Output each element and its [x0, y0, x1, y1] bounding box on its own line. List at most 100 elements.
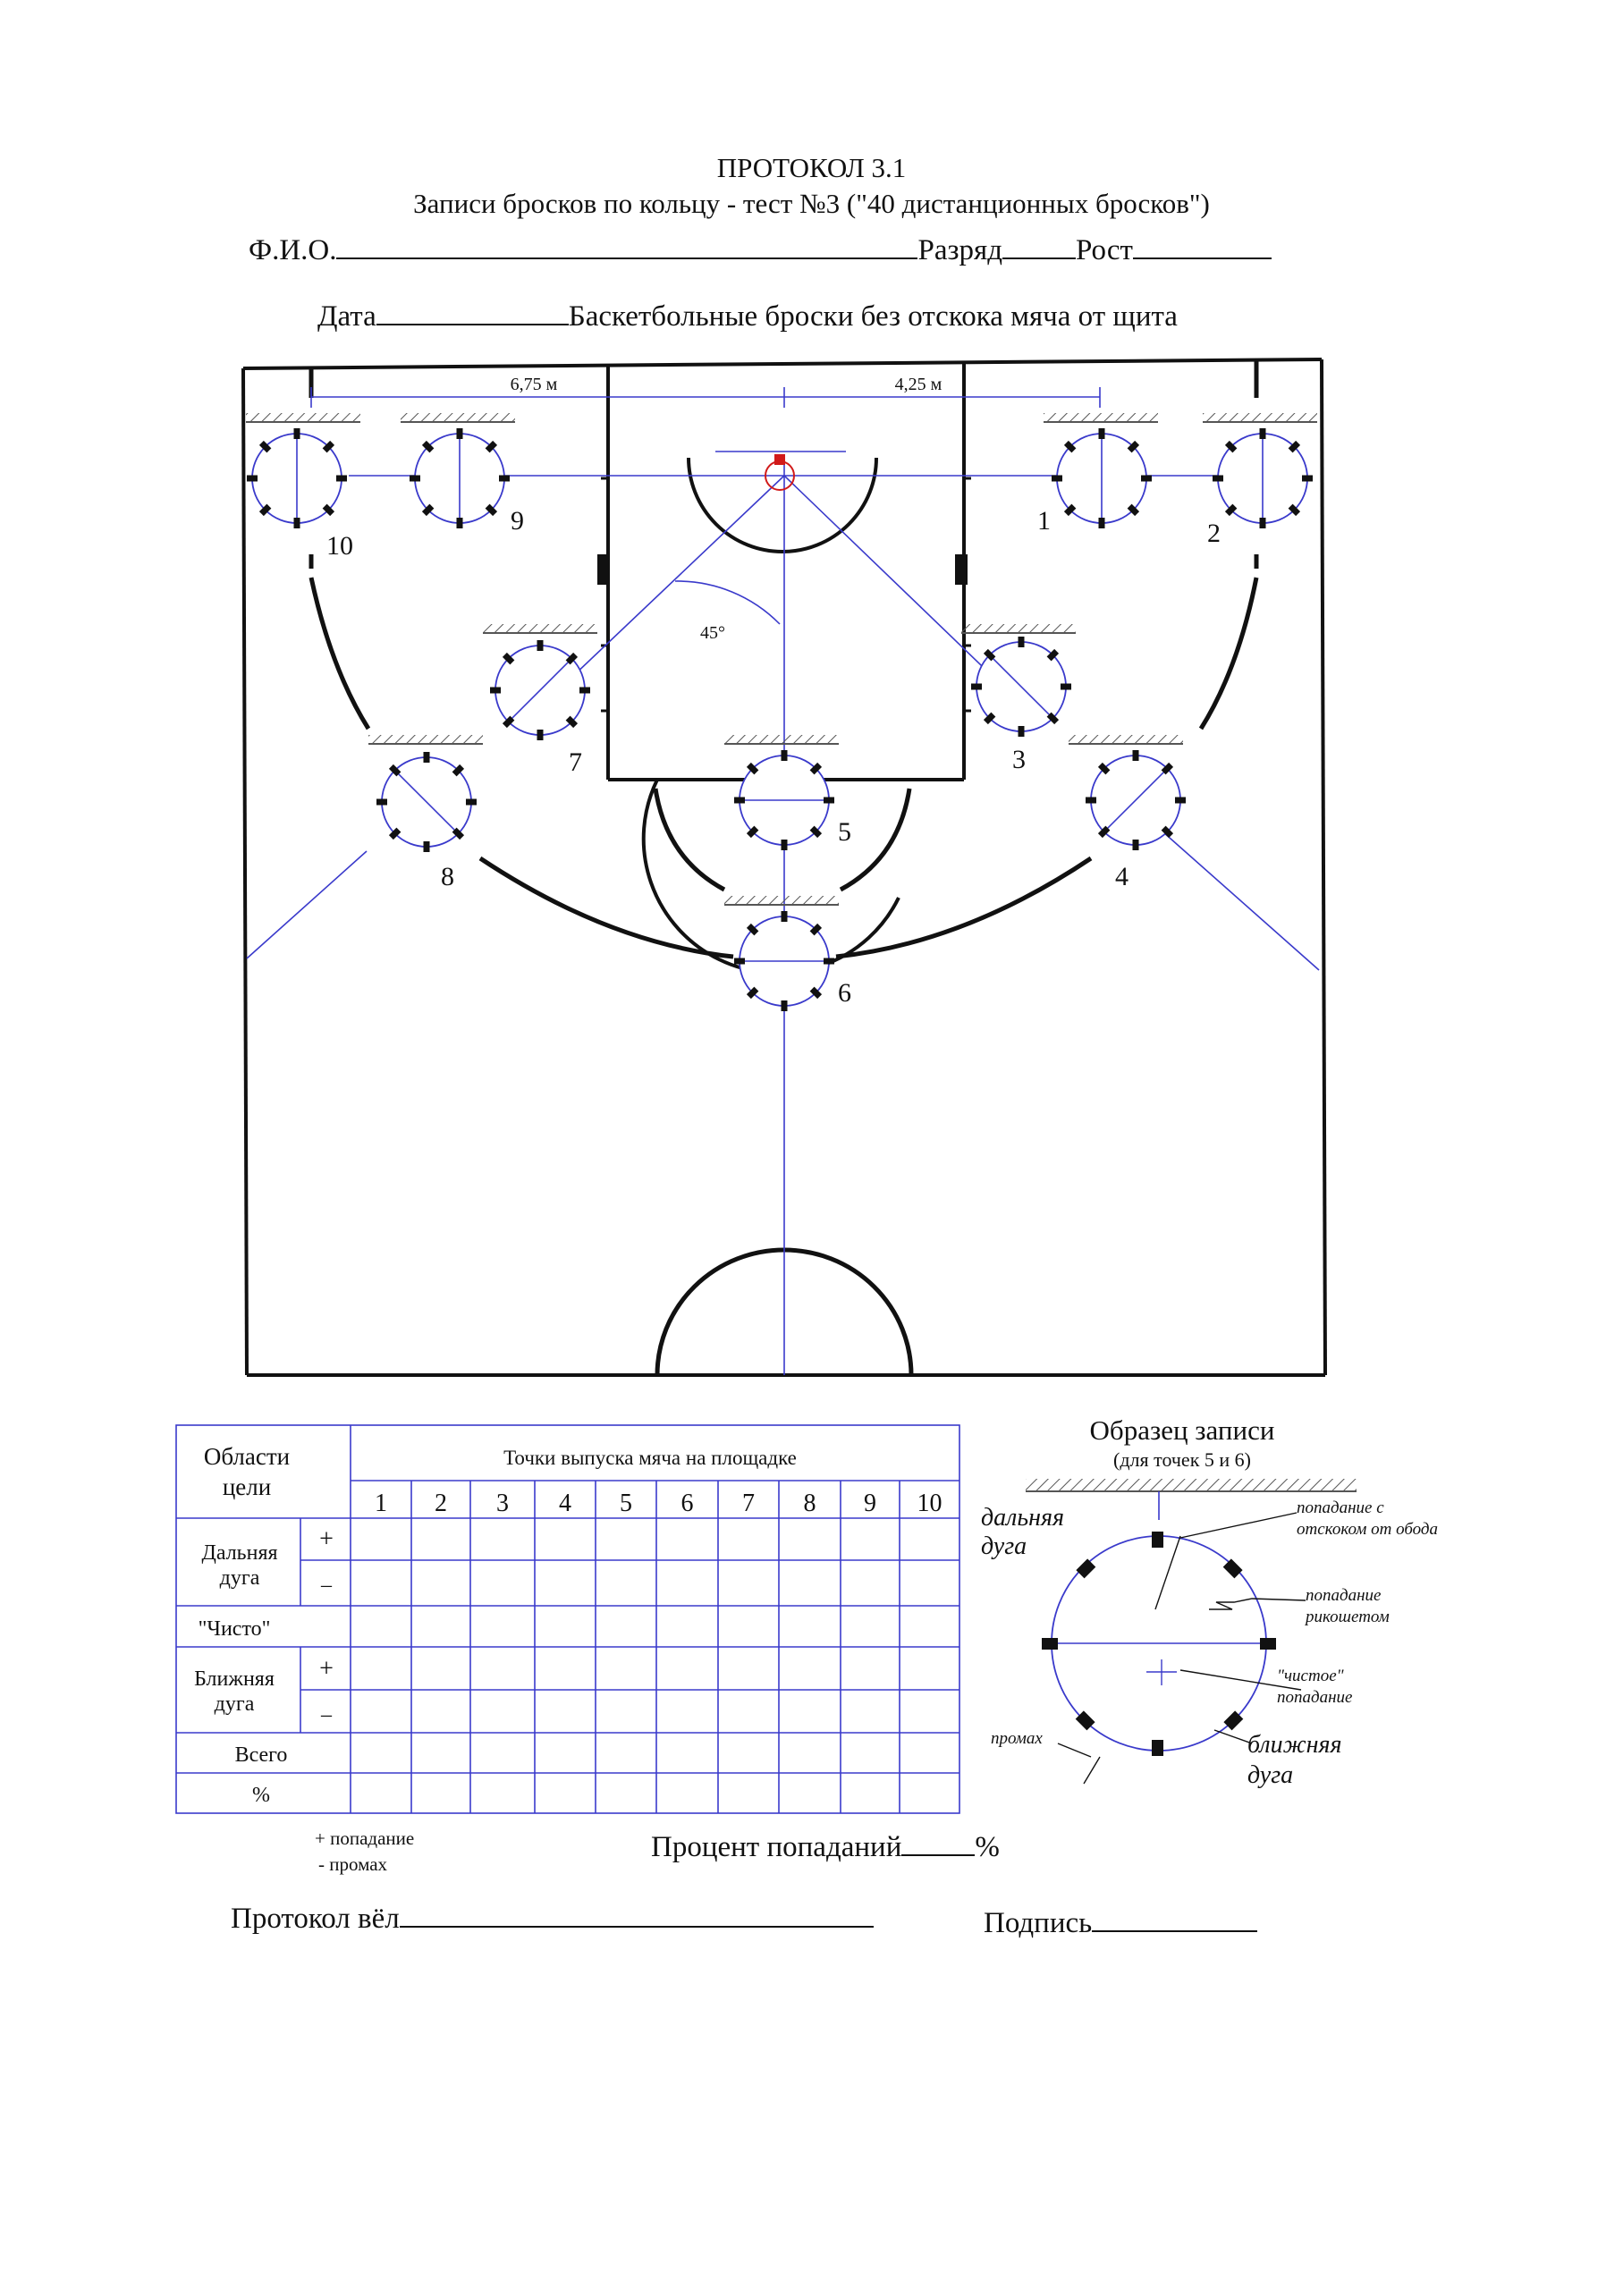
table-text: Области цели Точки выпуска мяча на площа…	[194, 1443, 942, 1807]
recorder-label: Протокол вёл	[231, 1903, 400, 1935]
height-label: Рост	[1076, 234, 1133, 266]
percent-blank[interactable]	[901, 1831, 976, 1856]
ring-mark	[502, 652, 515, 665]
column-header-8: 8	[804, 1490, 816, 1517]
ring-mark	[537, 640, 544, 651]
ring-mark	[1141, 475, 1152, 482]
row-total: Всего	[235, 1743, 288, 1767]
ring-mark	[1086, 797, 1096, 804]
rim-bounce-line1: попадание с	[1297, 1498, 1384, 1517]
recorder-blank[interactable]	[399, 1903, 874, 1928]
ring-mark	[1097, 762, 1111, 775]
height-blank[interactable]	[1132, 234, 1272, 259]
three-point-line	[309, 359, 1259, 959]
point-label-5: 5	[838, 817, 851, 847]
shot-point-4	[1069, 735, 1186, 850]
column-header-10: 10	[917, 1490, 943, 1517]
protocol-title: ПРОТОКОЛ 3.1	[716, 152, 907, 183]
ring-mark	[824, 958, 834, 965]
point-label-6: 6	[838, 978, 851, 1008]
legend-miss: - промах	[318, 1853, 388, 1875]
date-blank[interactable]	[376, 300, 569, 325]
ring-mark	[1161, 825, 1174, 839]
row-far-line1: Дальняя	[201, 1541, 277, 1565]
ring-mark	[1127, 440, 1140, 453]
recorder-line: Протокол вёл	[231, 1903, 874, 1936]
shot-point-9	[401, 413, 515, 528]
condition-text: Баскетбольные броски без отскока мяча от…	[568, 300, 1178, 333]
ring-mark	[388, 827, 402, 840]
point-label-10: 10	[326, 531, 353, 561]
shot-point-6	[724, 896, 839, 1011]
near-minus: –	[320, 1703, 333, 1726]
baseline-hatch	[1044, 413, 1158, 422]
ring-mark	[258, 503, 272, 517]
ring-mark	[485, 440, 498, 453]
row-clean: "Чисто"	[199, 1617, 271, 1641]
ring-mark	[983, 648, 996, 662]
ring-divider	[394, 770, 459, 834]
shot-point-3	[961, 624, 1076, 737]
ring-mark	[537, 730, 544, 740]
row-far-line2: дуга	[220, 1566, 260, 1590]
ring-mark	[1018, 637, 1025, 647]
ring-mark	[809, 923, 823, 936]
ring-mark	[971, 683, 982, 690]
percent-sign: %	[975, 1831, 1000, 1863]
ring-mark	[336, 475, 347, 482]
ring-mark	[423, 752, 430, 763]
shot-point-5	[724, 735, 839, 850]
fio-label: Ф.И.О.	[249, 234, 337, 266]
ricochet-line2: рикошетом	[1304, 1608, 1390, 1626]
baseline-hatch	[1203, 413, 1317, 422]
baseline-hatch	[483, 624, 597, 633]
ring-mark	[376, 798, 387, 806]
ring-mark	[746, 923, 759, 936]
column-header-5: 5	[620, 1490, 632, 1517]
baseline-hatch	[1069, 735, 1183, 744]
ring-mark	[781, 911, 788, 922]
ring-mark	[293, 518, 300, 528]
legend-hit: + попадание	[315, 1828, 414, 1849]
baseline-hatch	[368, 735, 483, 744]
ring-mark	[388, 764, 402, 777]
near-arc-line2: дуга	[1247, 1761, 1293, 1789]
ring-mark	[809, 825, 823, 839]
ring-mark	[809, 986, 823, 1000]
row-percent: %	[252, 1784, 270, 1807]
ring-mark	[746, 986, 759, 1000]
baseline-hatch	[401, 413, 515, 422]
ring-mark	[1302, 475, 1313, 482]
column-header-9: 9	[864, 1490, 876, 1517]
point-label-4: 4	[1115, 862, 1128, 891]
ring-mark	[421, 440, 435, 453]
ricochet-line1: попадание	[1306, 1586, 1381, 1605]
signature-label: Подпись	[984, 1907, 1093, 1939]
ring-mark	[423, 841, 430, 852]
point-label-2: 2	[1207, 519, 1221, 548]
angle-label: 45°	[700, 623, 725, 643]
ring-mark	[1213, 475, 1223, 482]
far-minus: –	[320, 1574, 333, 1597]
ring-mark	[1127, 503, 1140, 517]
ring-mark	[452, 827, 465, 840]
ring-mark	[1098, 518, 1105, 528]
rank-blank[interactable]	[1002, 234, 1076, 259]
ring-mark	[1288, 503, 1301, 517]
ring-mark	[565, 715, 579, 729]
court-boundary	[241, 358, 1327, 1377]
ring-mark	[322, 503, 335, 517]
ring-mark	[781, 750, 788, 761]
ring-mark	[734, 958, 745, 965]
baseline-hatch	[246, 413, 360, 422]
points-header: Точки выпуска мяча на площадке	[503, 1447, 797, 1469]
ring-mark	[490, 687, 501, 694]
fio-blank[interactable]	[336, 234, 918, 259]
signature-blank[interactable]	[1092, 1907, 1258, 1932]
date-label: Дата	[317, 300, 376, 333]
ring-mark	[1046, 648, 1060, 662]
clean-line1: "чистое"	[1277, 1667, 1345, 1685]
sample-diagram: Образец записи (для точек 5 и 6)	[981, 1414, 1438, 1789]
